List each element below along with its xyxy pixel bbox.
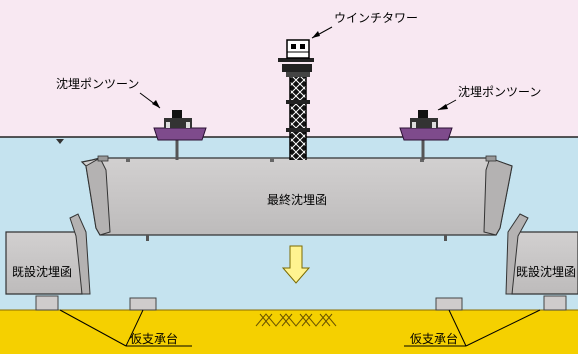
existing-element-right-label: 既設沈埋函 (516, 264, 576, 279)
down-arrow (281, 245, 311, 284)
pontoon-left-label: 沈埋ポンツーン (56, 76, 139, 91)
pontoon-left (153, 110, 207, 160)
existing-element-right (505, 213, 578, 311)
winch-tower-label: ウインチタワー (334, 11, 418, 25)
final-element (80, 155, 513, 241)
temp-support-right (435, 297, 463, 311)
winch-tower-leader-head (312, 31, 320, 38)
water-level-mark (56, 139, 64, 144)
temp-support-right-label: 仮支承台 (410, 331, 458, 346)
temp-support-left-label: 仮支承台 (130, 331, 178, 346)
seabed-hatching (255, 313, 337, 327)
support-leaders (59, 309, 541, 347)
existing-element-left-label: 既設沈埋函 (12, 264, 72, 279)
pontoon-left-leader-head (152, 100, 160, 108)
final-element-label: 最終沈埋函 (267, 192, 327, 207)
pontoon-right-leader-head (438, 104, 448, 110)
temp-support-left (129, 297, 157, 311)
pontoon-right-label: 沈埋ポンツーン (458, 84, 541, 99)
winch-tower (278, 39, 314, 160)
seabed (0, 310, 578, 354)
pontoon-right (399, 110, 453, 160)
existing-element-left (5, 213, 91, 311)
